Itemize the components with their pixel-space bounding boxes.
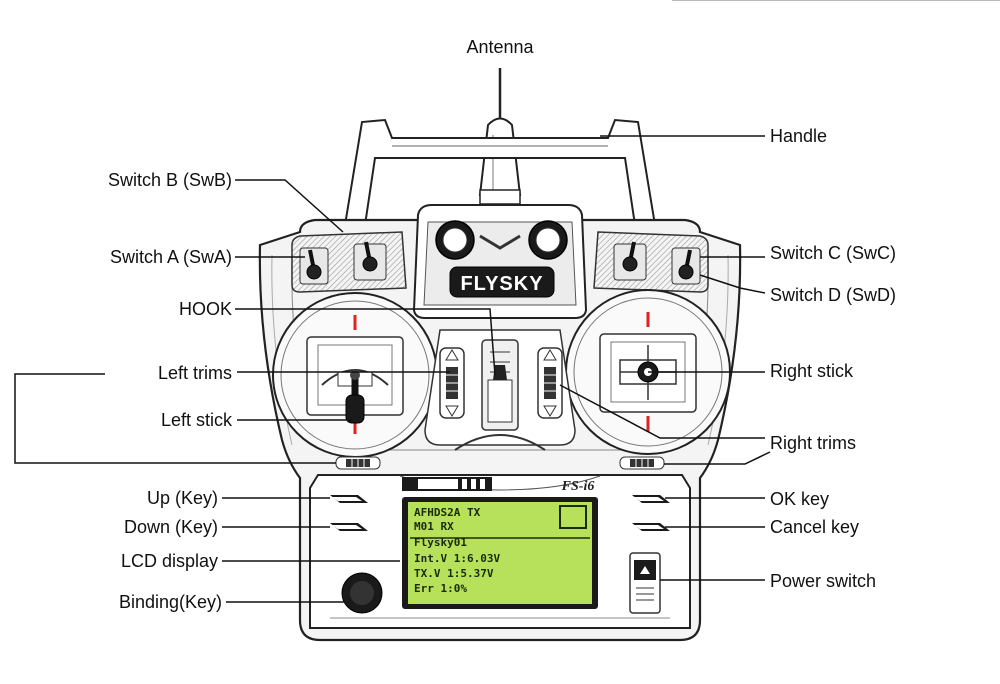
cancel-key[interactable]: [632, 523, 670, 531]
antenna: [478, 68, 522, 196]
top-border-line: [672, 0, 1000, 4]
right-switch-panel: [593, 231, 709, 293]
switch-d-toggle[interactable]: [678, 249, 694, 280]
label-left-stick: Left stick: [160, 410, 232, 430]
label-down-key: Down (Key): [123, 517, 218, 537]
label-switch-b: Switch B (SwB): [107, 170, 232, 190]
label-antenna: Antenna: [466, 37, 534, 57]
model-label: FS-i6: [561, 479, 595, 494]
right-horizontal-trim[interactable]: [619, 456, 665, 470]
up-key[interactable]: [330, 495, 368, 503]
label-power-switch: Power switch: [770, 571, 877, 591]
label-switch-c: Switch C (SwC): [770, 243, 897, 263]
binding-key[interactable]: [341, 572, 383, 614]
label-lcd-display: LCD display: [120, 551, 218, 571]
power-switch[interactable]: [629, 552, 661, 614]
label-handle: Handle: [770, 126, 828, 146]
label-right-stick: Right stick: [770, 361, 854, 381]
lcd-line-2: M01 RX: [414, 520, 454, 533]
lcd-line-3: Flysky01: [414, 536, 467, 549]
left-horizontal-trim[interactable]: [335, 456, 381, 470]
lcd-display: AFHDS2A TX M01 RX Flysky01 Int.V 1:6.03V…: [402, 497, 598, 609]
handle: [343, 118, 657, 226]
left-switch-panel: [291, 231, 407, 293]
leader-lines: [14, 135, 771, 603]
ok-key[interactable]: [632, 495, 670, 503]
switch-b-toggle[interactable]: [362, 241, 378, 272]
label-ok-key: OK key: [770, 489, 830, 509]
label-left-trims: Left trims: [157, 363, 232, 383]
lcd-line-4: Int.V 1:6.03V: [414, 552, 500, 565]
hook: [493, 365, 507, 380]
down-key[interactable]: [330, 523, 368, 531]
label-right-trims: Right trims: [770, 433, 857, 453]
label-hook: HOOK: [178, 299, 232, 319]
switch-a-toggle[interactable]: [306, 249, 322, 280]
label-binding-key: Binding(Key): [118, 592, 222, 612]
left-vertical-trim[interactable]: [439, 347, 465, 419]
switch-c-toggle[interactable]: [622, 241, 638, 272]
label-switch-d: Switch D (SwD): [770, 285, 897, 305]
lcd-line-5: TX.V 1:5.37V: [414, 567, 494, 580]
label-cancel-key: Cancel key: [770, 517, 860, 537]
lcd-line-6: Err 1:0%: [414, 582, 467, 595]
label-up-key: Up (Key): [146, 488, 218, 508]
brand-logo: FLYSKY: [460, 273, 543, 295]
center-top-panel: FLYSKY: [412, 189, 588, 319]
lcd-line-1: AFHDS2A TX: [414, 506, 481, 519]
label-switch-a: Switch A (SwA): [109, 247, 232, 267]
right-vertical-trim[interactable]: [537, 347, 563, 419]
